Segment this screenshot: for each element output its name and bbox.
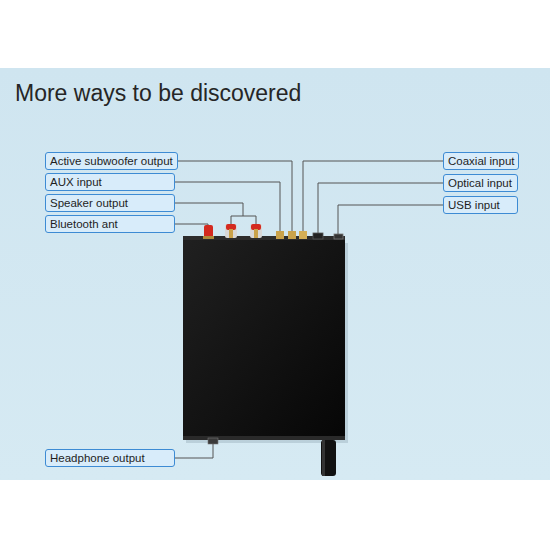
optical-jack <box>313 233 323 239</box>
leader-lines <box>175 161 443 458</box>
volume-knob <box>321 440 336 476</box>
label-text: USB input <box>448 197 513 213</box>
diagram-title: More ways to be discovered <box>15 80 301 107</box>
label-box: Headphone output <box>45 449 175 467</box>
label-box: Bluetooth ant <box>45 215 175 233</box>
label-text: Optical input <box>448 175 513 191</box>
background-band <box>0 68 550 480</box>
label-text: Headphone output <box>50 450 170 466</box>
antenna-base <box>203 236 214 239</box>
knob-highlight <box>322 440 325 476</box>
label-text: Speaker output <box>50 195 170 211</box>
device-body <box>183 240 345 440</box>
label-box: Optical input <box>443 174 518 192</box>
label-box: Coaxial input <box>443 152 519 170</box>
label-box: USB input <box>443 196 518 214</box>
label-text: AUX input <box>50 174 170 190</box>
label-text: Coaxial input <box>448 153 514 169</box>
label-text: Active subwoofer output <box>50 153 173 169</box>
label-text: Bluetooth ant <box>50 216 170 232</box>
antenna-connector <box>204 225 213 238</box>
label-box: AUX input <box>45 173 175 191</box>
label-box: Active subwoofer output <box>45 152 178 170</box>
label-box: Speaker output <box>45 194 175 212</box>
speaker-terminals <box>225 224 262 238</box>
usb-port <box>334 234 343 239</box>
headphone-jack <box>208 438 218 444</box>
front-panel <box>183 436 345 440</box>
rca-jacks <box>276 231 307 239</box>
